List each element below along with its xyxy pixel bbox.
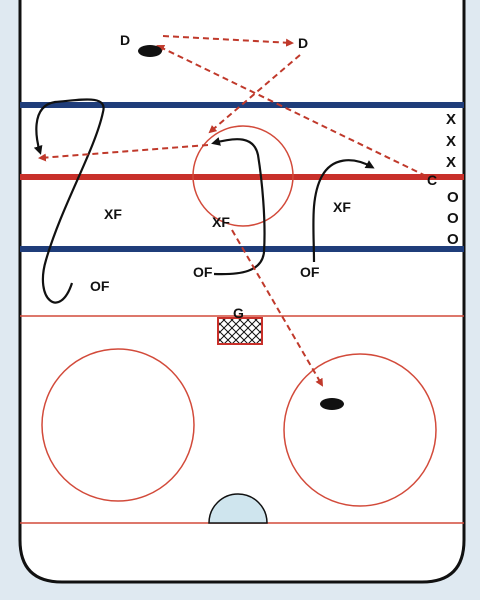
x-player-marker: X <box>446 133 456 150</box>
skate-path-left <box>33 98 105 304</box>
x-player-marker: X <box>446 154 456 171</box>
forward-x-label: XF <box>333 199 351 215</box>
defense-label: D <box>120 32 130 48</box>
x-player-marker: X <box>446 111 456 128</box>
defense-label: D <box>298 35 308 51</box>
forward-x-label: XF <box>104 206 122 222</box>
o-player-marker: O <box>447 231 459 248</box>
pass-arrow-d-to-d <box>162 35 294 47</box>
goal-net-icon <box>217 317 263 345</box>
puck-icon <box>320 398 344 410</box>
blue-line-top <box>20 102 464 108</box>
bottom-crease <box>208 493 268 524</box>
right-faceoff-circle <box>283 353 437 507</box>
o-player-marker: O <box>447 210 459 227</box>
forward-x-label: XF <box>212 214 230 230</box>
skate-path-right <box>312 159 375 263</box>
skate-path-center <box>211 137 266 276</box>
puck-icon <box>138 45 162 57</box>
center-circle <box>192 125 294 227</box>
goalie-label: G <box>233 305 244 321</box>
coach-label: C <box>427 172 437 188</box>
center-red-line <box>20 174 464 180</box>
forward-o-label: OF <box>300 264 320 280</box>
rink-boards <box>18 0 466 584</box>
o-player-marker: O <box>447 189 459 206</box>
forward-o-label: OF <box>193 264 213 280</box>
left-faceoff-circle <box>41 348 195 502</box>
forward-o-label: OF <box>90 278 110 294</box>
pass-arrow-center-to-left <box>38 144 209 162</box>
